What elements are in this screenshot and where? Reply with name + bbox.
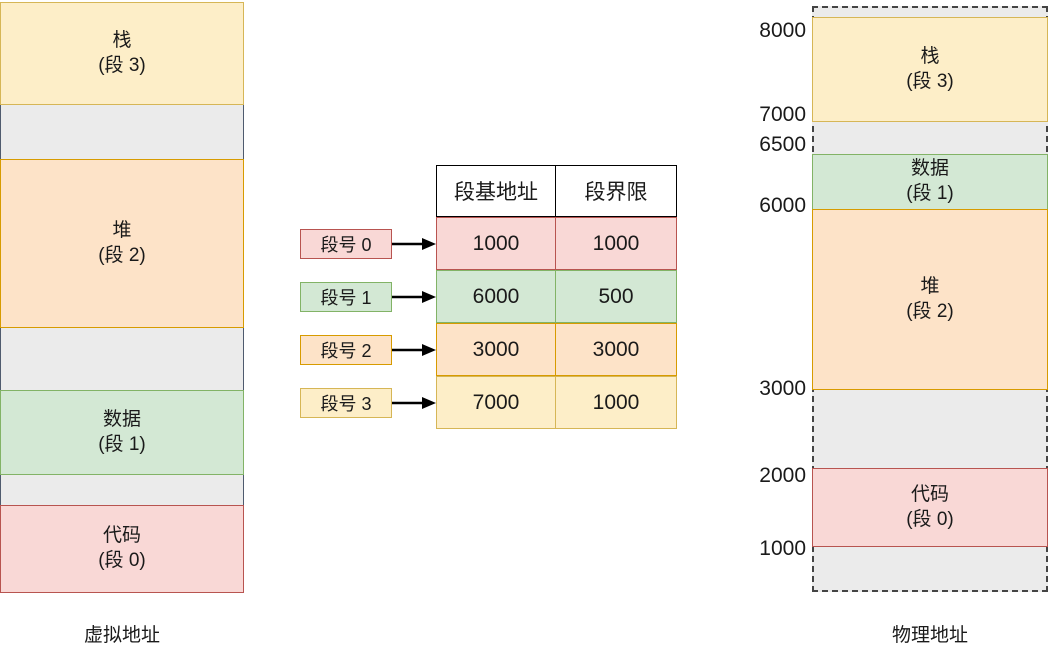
virtual-segment-code-sub: (段 0)	[98, 550, 146, 571]
physical-segment-code-sub: (段 0)	[906, 508, 954, 530]
segment-table-row-3-base: 7000	[437, 377, 557, 428]
segment-table-row-3-limit: 1000	[592, 390, 640, 414]
virtual-segment-data-sub: (段 1)	[98, 433, 146, 455]
segment-table-row-1: 6000 500	[436, 270, 677, 323]
physical-segment-code: 代码 (段 0)	[812, 468, 1048, 547]
segment-table-row-1-base: 6000	[437, 271, 557, 322]
segment-table-header-row: 段基地址 段界限	[436, 165, 677, 217]
segment-tag-3-label: 段号 3	[320, 394, 372, 414]
segment-table-row-2: 3000 3000	[436, 323, 677, 376]
axis-tick-6000: 6000	[759, 194, 806, 217]
virtual-gap-1	[0, 105, 244, 159]
virtual-address-caption: 虚拟地址	[83, 625, 160, 646]
physical-segment-data-name: 数据	[910, 158, 949, 180]
virtual-segment-heap-name: 堆	[112, 219, 132, 241]
segment-tag-0-label: 段号 0	[320, 235, 372, 255]
segment-table: 段基地址 段界限 1000 1000 6000 500 3000 3000 70…	[436, 165, 677, 430]
segment-table-row-3: 7000 1000	[436, 376, 677, 429]
virtual-gap-3	[0, 475, 244, 505]
arrow-segment-0	[392, 238, 436, 250]
virtual-segment-code: 代码 (段 0)	[0, 505, 244, 593]
physical-segment-data: 数据 (段 1)	[812, 154, 1048, 210]
virtual-segment-stack-name: 栈	[112, 29, 132, 51]
segment-tag-1: 段号 1	[300, 282, 392, 312]
physical-segment-stack-sub: (段 3)	[906, 70, 954, 92]
virtual-gap-2	[0, 328, 244, 390]
arrow-segment-2	[392, 344, 436, 356]
virtual-segment-stack: 栈 (段 3)	[0, 2, 244, 105]
segment-table-header-base: 段基地址	[437, 166, 557, 216]
physical-segment-heap-name: 堆	[920, 275, 940, 297]
segment-table-row-0-limit: 1000	[592, 231, 640, 255]
virtual-segment-stack-sub: (段 3)	[98, 54, 146, 76]
virtual-segment-heap: 堆 (段 2)	[0, 159, 244, 328]
physical-segment-heap-sub: (段 2)	[906, 300, 954, 322]
segment-tag-0: 段号 0	[300, 229, 392, 259]
segment-tag-3: 段号 3	[300, 388, 392, 418]
physical-segment-heap: 堆 (段 2)	[812, 209, 1048, 390]
segment-table-header-limit: 段界限	[584, 181, 648, 204]
segment-table-row-0-base: 1000	[437, 218, 557, 269]
axis-tick-7000: 7000	[759, 103, 806, 126]
axis-tick-2000: 2000	[759, 464, 806, 487]
axis-tick-1000: 1000	[759, 537, 806, 560]
virtual-segment-data-name: 数据	[102, 408, 141, 430]
segment-table-row-0: 1000 1000	[436, 217, 677, 270]
axis-tick-8000: 8000	[759, 19, 806, 42]
segment-tag-2-label: 段号 2	[320, 341, 372, 361]
arrow-segment-3	[392, 397, 436, 409]
virtual-segment-data: 数据 (段 1)	[0, 390, 244, 475]
physical-address-caption: 物理地址	[891, 625, 968, 646]
axis-tick-6500: 6500	[759, 133, 806, 156]
virtual-address-column: 栈 (段 3) 堆 (段 2) 数据 (段 1) 代码 (段 0)	[0, 0, 244, 600]
arrow-segment-1	[392, 291, 436, 303]
physical-address-axis: 8000 7000 6500 6000 3000 2000 1000	[710, 0, 806, 651]
physical-segment-stack: 栈 (段 3)	[812, 17, 1048, 122]
physical-segment-stack-name: 栈	[920, 45, 940, 67]
physical-segment-code-name: 代码	[910, 483, 949, 505]
physical-segment-data-sub: (段 1)	[906, 183, 954, 204]
physical-address-column: 栈 (段 3) 数据 (段 1) 堆 (段 2) 代码 (段 0)	[812, 6, 1048, 592]
segment-table-row-2-base: 3000	[437, 324, 557, 375]
segment-table-row-2-limit: 3000	[592, 337, 640, 361]
virtual-segment-code-name: 代码	[102, 525, 141, 547]
segment-tag-1-label: 段号 1	[320, 288, 372, 308]
segment-tag-2: 段号 2	[300, 335, 392, 365]
axis-tick-3000: 3000	[759, 377, 806, 400]
virtual-segment-heap-sub: (段 2)	[98, 244, 146, 266]
segment-table-row-1-limit: 500	[598, 284, 634, 308]
